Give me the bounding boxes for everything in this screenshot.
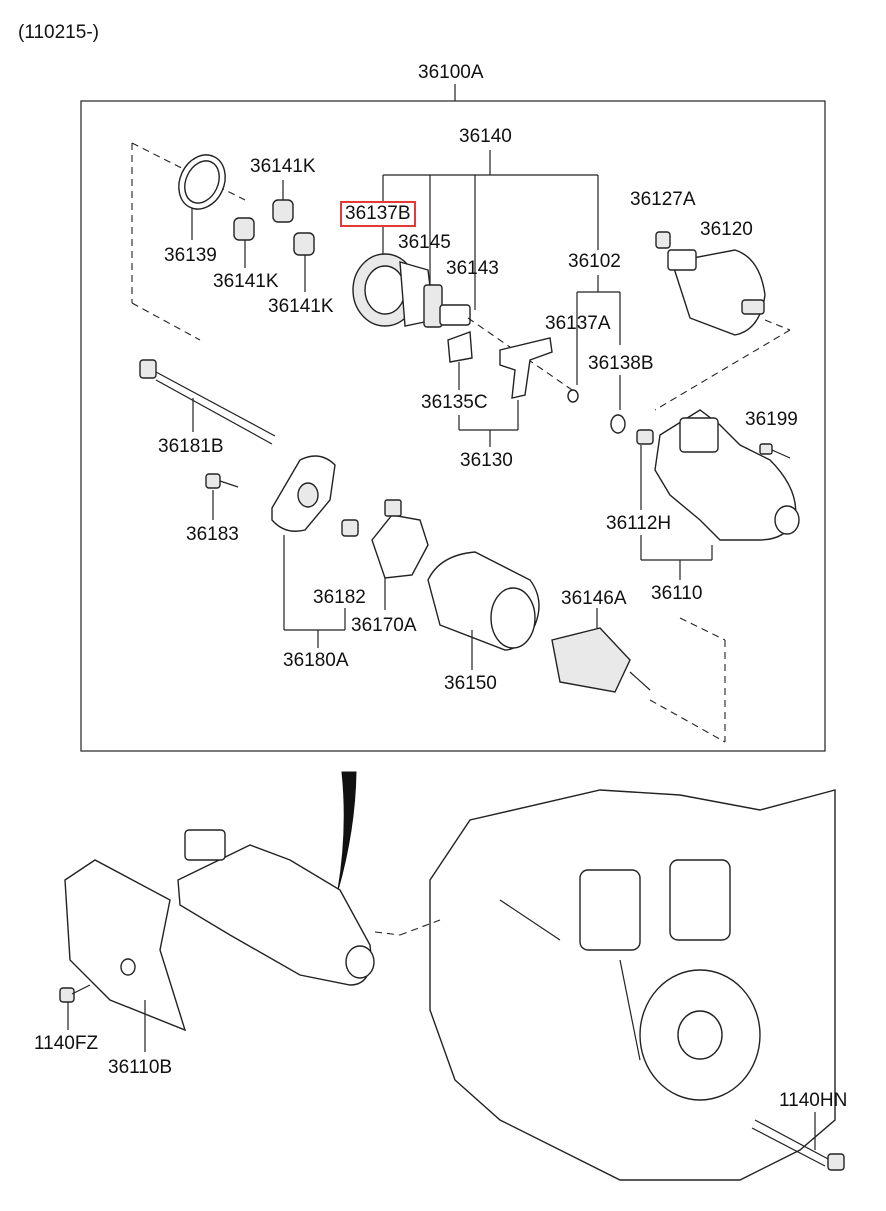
label-36135C[interactable]: 36135C <box>421 392 488 413</box>
label-36182[interactable]: 36182 <box>313 587 366 608</box>
label-36183[interactable]: 36183 <box>186 524 239 545</box>
bolt-1140HN <box>751 1119 845 1171</box>
label-36127A[interactable]: 36127A <box>630 189 696 210</box>
through-bolt <box>139 359 276 445</box>
screw-36183 <box>205 473 239 489</box>
label-1140FZ[interactable]: 1140FZ <box>34 1033 99 1054</box>
label-36139[interactable]: 36139 <box>164 245 217 266</box>
revision-label: (110215-) <box>18 22 99 43</box>
rear-cover <box>271 455 336 532</box>
label-36143[interactable]: 36143 <box>446 258 499 279</box>
label-36141K-c[interactable]: 36141K <box>268 296 334 317</box>
label-36112H[interactable]: 36112H <box>606 513 672 534</box>
label-36138B[interactable]: 36138B <box>588 353 654 374</box>
label-36146A[interactable]: 36146A <box>561 588 627 609</box>
label-36141K-a[interactable]: 36141K <box>250 156 316 177</box>
gear-36141K-c <box>293 232 315 292</box>
label-36130[interactable]: 36130 <box>460 450 513 471</box>
front-housing <box>636 409 800 541</box>
lever-fork <box>447 331 553 399</box>
gear-36141K-a <box>272 180 294 223</box>
label-36110B[interactable]: 36110B <box>108 1057 173 1078</box>
assembly-frame <box>80 100 826 752</box>
label-36102[interactable]: 36102 <box>568 251 621 272</box>
label-36180A[interactable]: 36180A <box>283 650 349 671</box>
label-36170A[interactable]: 36170A <box>351 615 417 636</box>
yoke-assembly <box>427 551 540 651</box>
engine-block-illustration <box>337 771 836 1181</box>
label-36150[interactable]: 36150 <box>444 673 497 694</box>
label-36140: 36140 <box>459 126 512 147</box>
label-36100A: 36100A <box>418 62 484 83</box>
label-36137B-highlighted[interactable]: 36137B <box>340 201 416 227</box>
label-36141K-b[interactable]: 36141K <box>213 271 279 292</box>
label-1140HN[interactable]: 1140HN <box>779 1090 848 1111</box>
label-36120[interactable]: 36120 <box>700 219 753 240</box>
label-36110[interactable]: 36110 <box>651 583 703 604</box>
gear-36141K-b <box>233 217 255 268</box>
solenoid-switch <box>655 231 766 336</box>
brush-holder <box>371 499 429 579</box>
bolt-36199 <box>759 443 791 459</box>
label-36145[interactable]: 36145 <box>398 232 451 253</box>
armature <box>551 627 651 693</box>
label-36181B[interactable]: 36181B <box>158 436 224 457</box>
starter-motor-assembled <box>177 829 375 986</box>
bolt-1140FZ <box>59 984 91 1003</box>
planetary-gear-set <box>352 253 471 328</box>
label-36137A[interactable]: 36137A <box>545 313 611 334</box>
heat-shield <box>64 859 187 1032</box>
label-36199[interactable]: 36199 <box>745 409 798 430</box>
